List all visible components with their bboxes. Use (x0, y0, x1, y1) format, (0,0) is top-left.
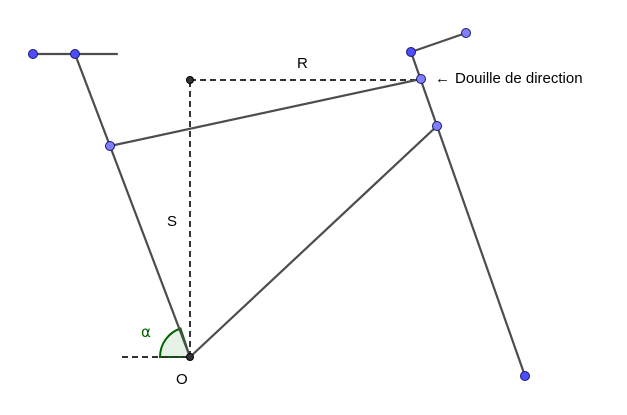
stem-segment (409, 31, 468, 54)
head-tube-segment (409, 50, 439, 128)
point-handlebar-end (28, 49, 38, 59)
label-s: S (167, 213, 177, 230)
label-r: R (297, 55, 308, 72)
label-o: O (176, 371, 188, 388)
annotation-arrow: ← (435, 70, 450, 87)
fork-segment (435, 124, 527, 378)
point-seat-top (70, 49, 80, 59)
point-fork-end (520, 371, 530, 381)
label-alpha: α (141, 323, 151, 341)
point-douille-de-direction (416, 74, 426, 84)
point-o (186, 353, 194, 361)
point-stem-end (461, 28, 471, 38)
seat-tube-segment (108, 144, 192, 359)
annotation-douille-de-direction: Douille de direction (455, 70, 583, 87)
seat-tube-upper-segment (73, 52, 112, 148)
point-head-tube-bottom (432, 121, 442, 131)
top-tube-segment (108, 77, 423, 148)
point-seat-junction (105, 141, 115, 151)
point-s-top (186, 76, 194, 84)
point-stem-base (406, 47, 416, 57)
down-tube-segment (188, 124, 439, 359)
